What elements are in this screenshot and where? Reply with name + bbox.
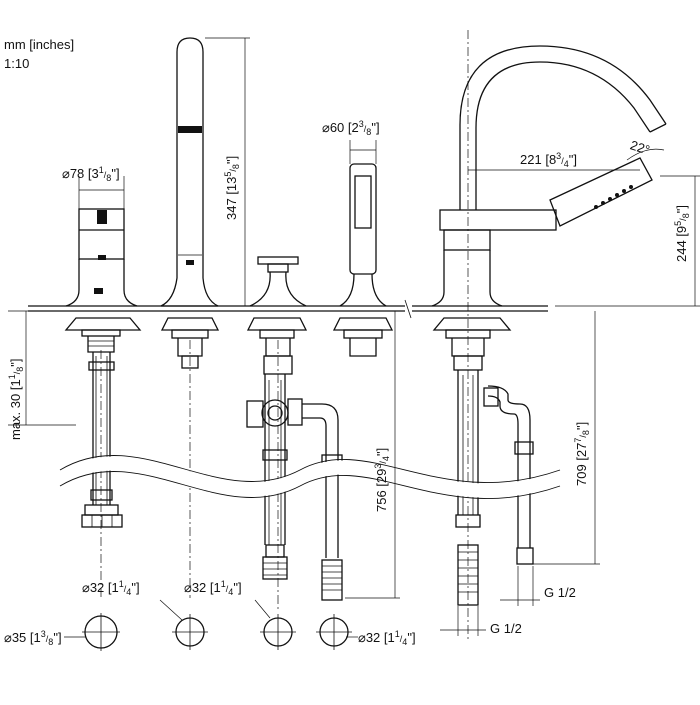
units-label: mm [inches] bbox=[4, 37, 74, 52]
svg-text:347 [135/8"]: 347 [135/8"] bbox=[223, 156, 241, 220]
svg-text:max. 30 [11/8"]: max. 30 [11/8"] bbox=[7, 358, 25, 440]
hand-shower bbox=[339, 163, 387, 307]
spout bbox=[459, 30, 667, 640]
valve-underdeck bbox=[64, 317, 142, 600]
svg-text:756 [293/4"]: 756 [293/4"] bbox=[373, 448, 391, 512]
svg-text:⌀35 [13/8"]: ⌀35 [13/8"] bbox=[4, 629, 62, 647]
svg-text:709 [277/8"]: 709 [277/8"] bbox=[573, 422, 591, 486]
thread-label-right: G 1/2 bbox=[544, 585, 576, 600]
dim-h347: 347 [135/8"] bbox=[223, 156, 241, 220]
diverter-outlet-pipe bbox=[302, 403, 343, 601]
dim-r221: 221 [83/4"] bbox=[520, 151, 577, 169]
dim-max30: max. 30 [11/8"] bbox=[7, 358, 25, 440]
dim-h709: 709 [277/8"] bbox=[573, 422, 591, 486]
dimension-lines bbox=[8, 37, 700, 638]
thread-label-left: G 1/2 bbox=[490, 621, 522, 636]
dim-hole-2: ⌀32 [11/4"] bbox=[184, 579, 242, 597]
dim-h244: 244 [95/8"] bbox=[673, 205, 691, 262]
dim-d35: ⌀35 [13/8"] bbox=[4, 629, 62, 647]
dim-d78: ⌀78 [31/8"] bbox=[62, 165, 120, 183]
scale-label: 1:10 bbox=[4, 56, 29, 71]
spout-underdeck bbox=[432, 317, 534, 606]
shower-underdeck bbox=[332, 317, 394, 357]
svg-text:⌀78 [31/8"]: ⌀78 [31/8"] bbox=[62, 165, 120, 183]
svg-text:⌀32 [11/4"]: ⌀32 [11/4"] bbox=[358, 629, 416, 647]
diverter-underdeck bbox=[246, 317, 308, 610]
svg-text:⌀60 [23/8"]: ⌀60 [23/8"] bbox=[322, 119, 380, 137]
pullout-spray bbox=[549, 157, 653, 227]
diverter bbox=[249, 256, 307, 307]
valve-handle bbox=[65, 208, 138, 307]
dim-d60: ⌀60 [23/8"] bbox=[322, 119, 380, 137]
deck-surface bbox=[28, 299, 548, 319]
shower-holder bbox=[160, 37, 219, 307]
spout-lever bbox=[431, 209, 557, 307]
dim-h756: 756 [293/4"] bbox=[373, 448, 391, 512]
holder-underdeck bbox=[160, 317, 220, 598]
dim-hole-1: ⌀32 [11/4"] bbox=[82, 579, 140, 597]
mounting-holes bbox=[82, 613, 352, 651]
dim-angle: 22° bbox=[628, 137, 651, 157]
break-lines bbox=[56, 455, 563, 500]
dim-hole-3: ⌀32 [11/4"] bbox=[358, 629, 416, 647]
svg-text:⌀32 [11/4"]: ⌀32 [11/4"] bbox=[184, 579, 242, 597]
svg-text:244 [95/8"]: 244 [95/8"] bbox=[673, 205, 691, 262]
svg-text:221 [83/4"]: 221 [83/4"] bbox=[520, 151, 577, 169]
svg-text:⌀32 [11/4"]: ⌀32 [11/4"] bbox=[82, 579, 140, 597]
